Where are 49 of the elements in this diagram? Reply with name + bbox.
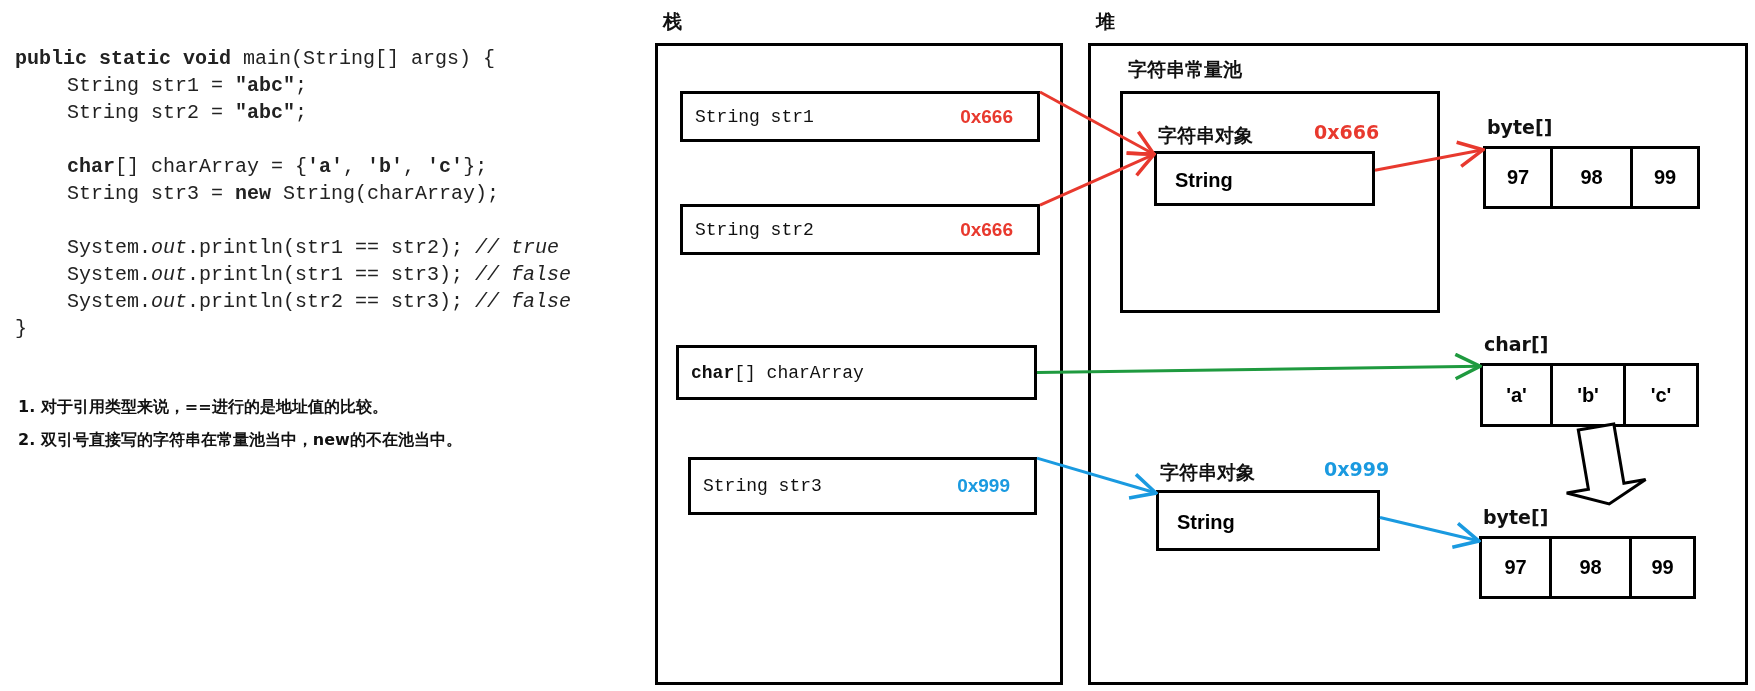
variable-box xyxy=(688,457,1037,515)
arrow xyxy=(1036,456,1158,500)
variable-declaration: String str1 xyxy=(695,106,814,127)
variable-box xyxy=(680,204,1040,255)
address-value: 0x666 xyxy=(960,105,1013,128)
variable-declaration: String str3 xyxy=(703,476,822,496)
arrow xyxy=(1039,90,1156,157)
code-line: System.out.println(str2 == str3); // false xyxy=(67,289,572,315)
address-value: 0x999 xyxy=(957,475,1010,497)
array-element: 97 xyxy=(1486,149,1553,206)
code-line: public static void main(String[] args) { xyxy=(15,46,496,72)
array-element: 98 xyxy=(1552,539,1632,596)
code-line: char[] charArray = {'a', 'b', 'c'}; xyxy=(67,154,488,180)
code-line: String str2 = "abc"; xyxy=(67,100,308,126)
array-type-label: byte[] xyxy=(1487,116,1553,138)
variable-declaration: char[] charArray xyxy=(691,362,864,383)
code-line: System.out.println(str1 == str2); // true xyxy=(67,235,560,261)
arrow xyxy=(1036,352,1482,381)
region-heading: 栈 xyxy=(663,9,682,34)
address-value: 0x666 xyxy=(960,218,1013,241)
array-element: 99 xyxy=(1633,149,1697,206)
code-line: } xyxy=(15,316,27,342)
array-element: 98 xyxy=(1553,149,1633,206)
array-element: 99 xyxy=(1632,539,1693,596)
array-element: 'a' xyxy=(1483,366,1553,424)
address-value: 0x999 xyxy=(1324,458,1390,480)
object-heading: 字符串对象 xyxy=(1158,123,1253,148)
note-text: 1. 对于引用类型来说，==进行的是地址值的比较。 xyxy=(18,397,388,418)
variable-box xyxy=(676,345,1037,400)
array-element: 97 xyxy=(1482,539,1552,596)
array-type-label: char[] xyxy=(1484,333,1549,355)
variable-declaration: String str2 xyxy=(695,219,814,240)
note-text: 2. 双引号直接写的字符串在常量池当中，new的不在池当中。 xyxy=(18,430,462,451)
arrow xyxy=(1374,140,1485,172)
region-heading: 堆 xyxy=(1096,9,1115,34)
code-line: System.out.println(str1 == str3); // false xyxy=(67,262,572,288)
type-name: String xyxy=(1175,168,1233,192)
object-heading: 字符串对象 xyxy=(1160,460,1255,485)
region-heading: 字符串常量池 xyxy=(1128,57,1242,82)
block-arrow xyxy=(1565,422,1648,506)
code-line: String str3 = new String(charArray); xyxy=(67,181,500,207)
array-element: 'c' xyxy=(1626,366,1696,424)
type-name: String xyxy=(1177,510,1235,534)
address-value: 0x666 xyxy=(1314,121,1380,143)
arrow xyxy=(1379,516,1481,550)
arrow xyxy=(1039,151,1156,207)
variable-box xyxy=(680,91,1040,142)
code-line: String str1 = "abc"; xyxy=(67,73,308,99)
array-type-label: byte[] xyxy=(1483,506,1549,528)
